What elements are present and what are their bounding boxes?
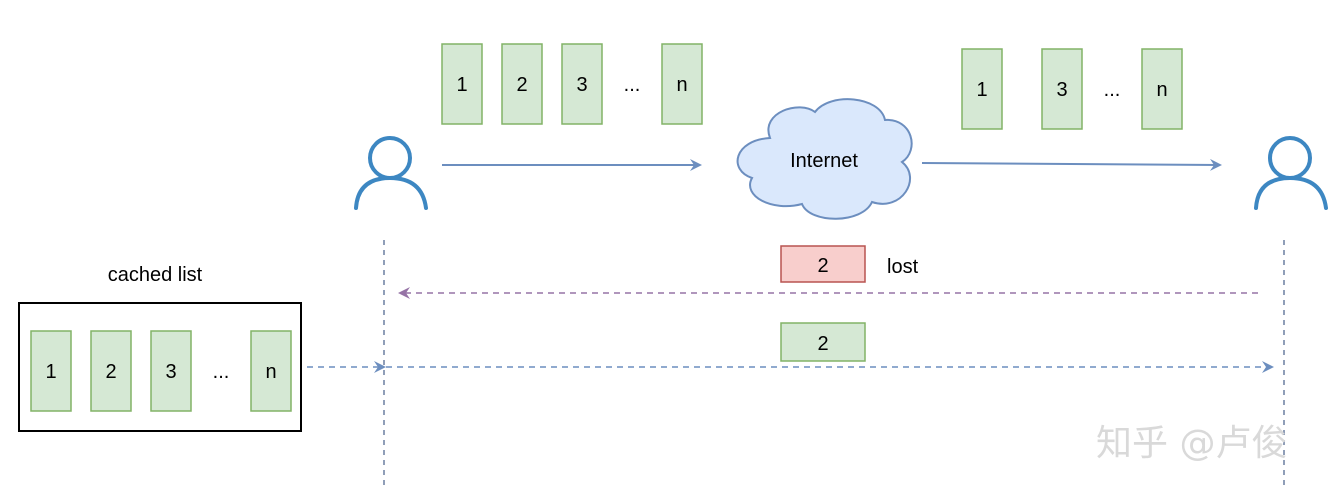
packet-box	[30, 330, 72, 412]
lost-packet-label: 2	[817, 255, 828, 277]
deliver-arrow	[921, 158, 1222, 171]
packet-box	[661, 43, 703, 125]
packet-label: 1	[976, 79, 987, 101]
packet-label: 3	[576, 74, 587, 96]
ellipsis-label: ...	[1104, 79, 1121, 101]
internet-cloud-icon: Internet	[736, 98, 913, 220]
packet-label: n	[265, 361, 276, 383]
packet-box	[90, 330, 132, 412]
packet-label: 2	[516, 74, 527, 96]
packet-label: n	[1156, 79, 1167, 101]
retransmit-packet-label: 2	[817, 333, 828, 355]
lost-status-label: lost	[887, 256, 919, 278]
internet-label: Internet	[790, 150, 858, 172]
sender-user-icon	[354, 136, 428, 210]
retransmit-packet: 2	[780, 322, 866, 362]
packet-box	[561, 43, 603, 125]
lost-packet: 2	[780, 245, 866, 283]
packet-label: 1	[45, 361, 56, 383]
packet-label: 3	[165, 361, 176, 383]
packet-box	[961, 48, 1003, 130]
packet-box	[1041, 48, 1083, 130]
packet-box	[501, 43, 543, 125]
packet-label: 1	[456, 74, 467, 96]
packet-box	[150, 330, 192, 412]
receiver-user-icon	[1254, 136, 1328, 210]
watermark: 知乎 @卢俊	[1096, 423, 1287, 464]
packet-label: 3	[1056, 79, 1067, 101]
lost-packet-box	[780, 245, 866, 283]
ellipsis-label: ...	[624, 74, 641, 96]
cached-packets-group: 1 2 3... n	[30, 330, 292, 412]
cached-list-box	[18, 302, 302, 432]
ellipsis-label: ...	[213, 361, 230, 383]
packet-label: n	[676, 74, 687, 96]
cached-list-title: cached list	[108, 264, 203, 286]
packet-label: 2	[105, 361, 116, 383]
retransmit-packet-box	[780, 322, 866, 362]
packet-box	[1141, 48, 1183, 130]
packet-box	[250, 330, 292, 412]
received-packets-group: 1 3... n	[961, 48, 1183, 130]
sent-packets-group: 1 2 3... n	[441, 43, 703, 125]
packet-box	[441, 43, 483, 125]
